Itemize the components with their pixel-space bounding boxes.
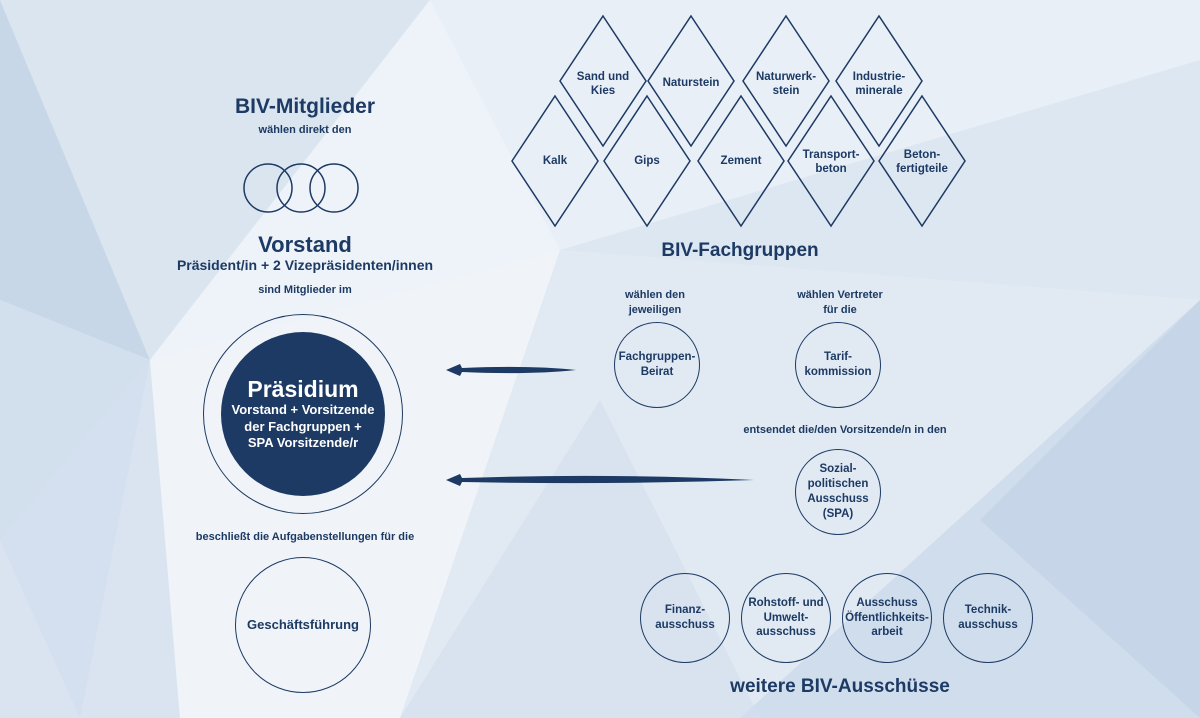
tarifkommission-circle: Tarif- kommission (795, 322, 881, 408)
mitglieder-im-label: sind Mitglieder im (258, 284, 352, 296)
entsendet-label: entsendet die/den Vorsitzende/n in den (743, 424, 947, 436)
fachgruppe-naturwerkstein: Naturwerk- stein (755, 71, 817, 98)
fachgruppe-industrieminerale: Industrie- minerale (852, 71, 906, 98)
waehlen-vertreter-label: wählen Vertreter für die (797, 289, 883, 316)
fachgruppe-naturstein: Naturstein (662, 77, 720, 89)
fachgruppe-zement: Zement (720, 155, 762, 167)
fachgruppe-transportbeton: Transport- beton (802, 149, 860, 176)
fachgruppe-gips: Gips (634, 155, 660, 167)
fachgruppen-diamonds (511, 14, 966, 228)
members-circles-icon (243, 163, 359, 213)
members-subtitle: wählen direkt den (258, 124, 352, 136)
members-title: BIV-Mitglieder (234, 95, 376, 118)
praesidium-circle: Präsidium Vorstand + Vorsitzende der Fac… (221, 332, 385, 496)
spa-circle: Sozial- politischen Ausschuss (SPA) (795, 449, 881, 535)
fachgruppe-kalk: Kalk (542, 155, 568, 167)
waehlen-den-label: wählen den jeweiligen (625, 289, 685, 316)
rohstoff-umweltausschuss-circle: Rohstoff- und Umwelt- ausschuss (741, 573, 831, 663)
vorstand-title: Vorstand (258, 232, 352, 257)
ausschuesse-title: weitere BIV-Ausschüsse (730, 676, 950, 697)
technikausschuss-circle: Technik- ausschuss (943, 573, 1033, 663)
geschaeftsfuehrung-circle: Geschäftsführung (235, 557, 371, 693)
oeffentlichkeitsarbeit-circle: Ausschuss Öffentlichkeits- arbeit (842, 573, 932, 663)
praesidium-subtitle: Vorstand + Vorsitzende der Fachgruppen +… (231, 402, 375, 450)
fachgruppen-beirat-circle: Fachgruppen- Beirat (614, 322, 700, 408)
arrow-spa-icon (446, 474, 754, 486)
vorstand-subtitle: Präsident/in + 2 Vizepräsidenten/innen (176, 257, 434, 273)
praesidium-title: Präsidium (247, 375, 359, 402)
beschliesst-label: beschließt die Aufgabenstellungen für di… (195, 531, 415, 543)
fachgruppe-sand-kies: Sand und Kies (576, 71, 630, 98)
finanzausschuss-circle: Finanz- ausschuss (640, 573, 730, 663)
praesidium-outer-ring (203, 314, 403, 514)
arrows (446, 364, 754, 486)
fachgruppen-title: BIV-Fachgruppen (661, 240, 819, 261)
fachgruppe-betonfertigteile: Beton- fertigteile (896, 149, 948, 176)
arrow-beirat-icon (446, 364, 576, 376)
